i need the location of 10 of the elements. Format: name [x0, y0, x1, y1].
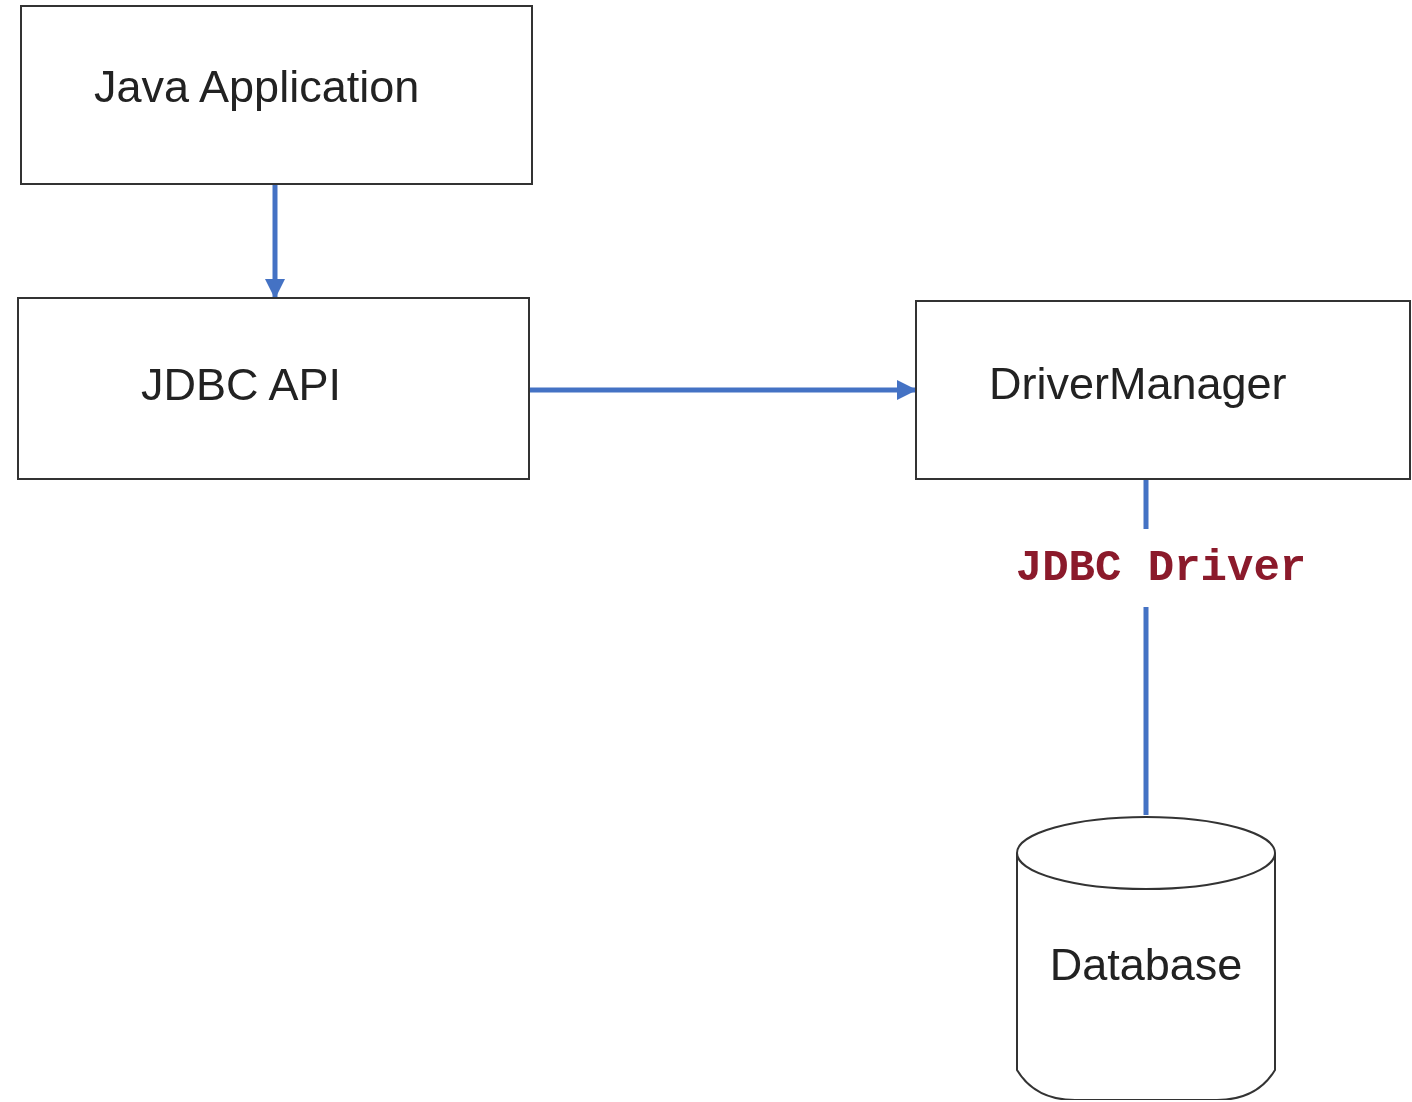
process-box — [20, 5, 533, 185]
node-label: JDBC API — [141, 357, 342, 412]
database-cylinder — [1015, 815, 1277, 1100]
node-label: DriverManager — [989, 357, 1287, 412]
connector-arrow — [530, 380, 917, 400]
connector-arrow — [265, 185, 285, 299]
process-box — [915, 300, 1411, 480]
node-label: Java Application — [94, 60, 420, 115]
node-label: Database — [1049, 937, 1243, 992]
process-box — [17, 297, 530, 480]
